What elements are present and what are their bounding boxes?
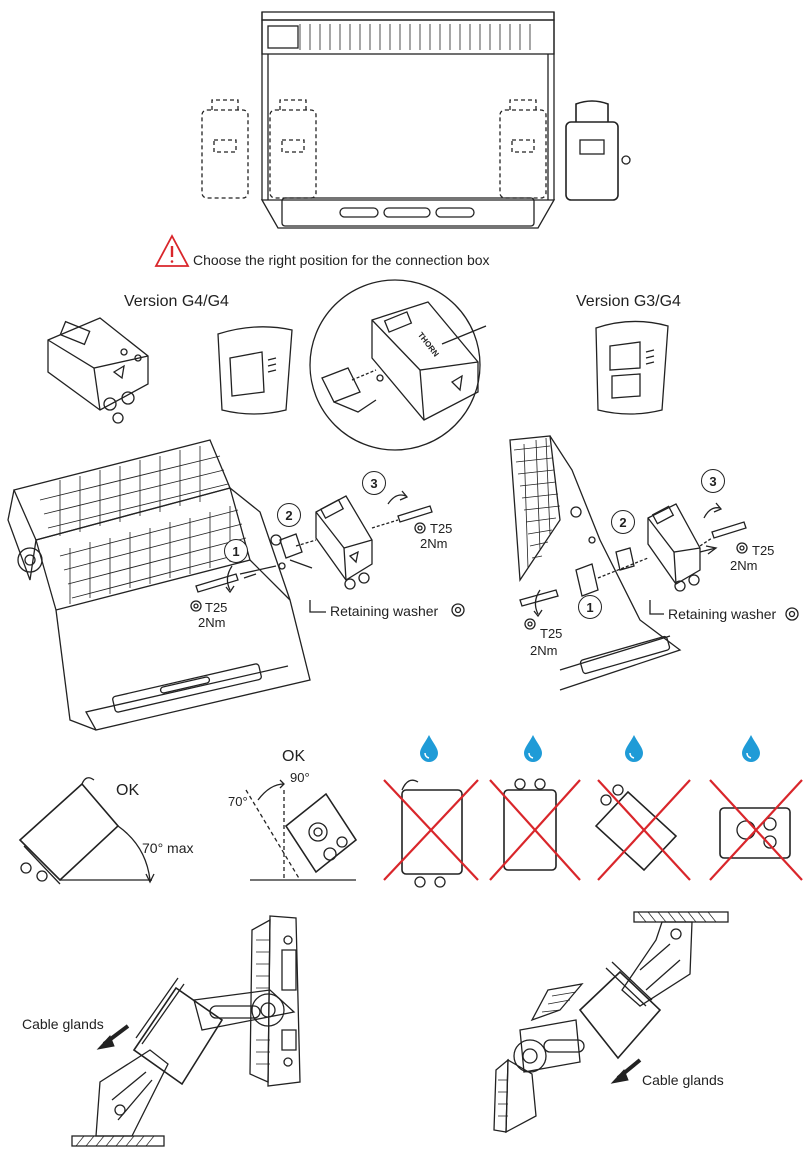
detail-magnifier bbox=[309, 279, 487, 451]
orientation-not-ok-4 bbox=[719, 807, 791, 859]
water-drop-icon bbox=[420, 735, 438, 762]
version-g3-title: Version G3/G4 bbox=[576, 293, 681, 310]
torque-tool-label: T25 bbox=[205, 600, 228, 615]
not-allowed-crosses bbox=[383, 779, 803, 881]
water-drop-icon bbox=[524, 735, 542, 762]
orientation-not-ok-2 bbox=[503, 778, 557, 871]
connection-box-exploded-right bbox=[519, 502, 799, 630]
angle-90-label: 90° bbox=[290, 770, 310, 785]
orientation-not-ok-3 bbox=[594, 784, 678, 872]
torque-tool-label: T25 bbox=[540, 626, 563, 641]
torque-tool-label: T25 bbox=[430, 521, 453, 536]
mounting-ceiling bbox=[493, 911, 729, 1134]
retaining-washer-label: Retaining washer bbox=[668, 606, 777, 622]
connection-box-illustration bbox=[47, 317, 149, 424]
torque-value-label: 2Nm bbox=[420, 536, 448, 551]
orientation-ok-tilt bbox=[18, 777, 155, 885]
version-g4-title: Version G4/G4 bbox=[124, 293, 229, 310]
torque-value-label: 2Nm bbox=[730, 558, 758, 573]
orientation-ok-vertical bbox=[245, 779, 358, 881]
step-3-right: 3 bbox=[701, 469, 725, 493]
warning-text: Choose the right position for the connec… bbox=[193, 252, 490, 268]
ok-label: OK bbox=[116, 782, 140, 799]
warning-icon bbox=[154, 234, 190, 267]
washer-bag-left bbox=[217, 326, 293, 415]
top-luminaire bbox=[201, 11, 631, 229]
connection-box-exploded-left bbox=[190, 490, 465, 617]
step-1-right: 1 bbox=[578, 595, 602, 619]
cable-glands-label: Cable glands bbox=[642, 1072, 724, 1088]
washer-bag-right bbox=[595, 320, 669, 415]
water-drop-icon bbox=[742, 735, 760, 762]
step-2-right: 2 bbox=[611, 510, 635, 534]
step-1-left: 1 bbox=[224, 539, 248, 563]
ok-label: OK bbox=[282, 748, 306, 765]
torque-tool-label: T25 bbox=[752, 543, 775, 558]
luminaire-g4-left bbox=[7, 439, 311, 731]
step-3-left: 3 bbox=[362, 471, 386, 495]
max-angle-label: 70° max bbox=[142, 840, 194, 856]
mounting-floor bbox=[71, 915, 301, 1147]
luminaire-g3-right bbox=[509, 435, 682, 691]
retaining-washer-label: Retaining washer bbox=[330, 603, 439, 619]
torque-value-label: 2Nm bbox=[198, 615, 226, 630]
water-drop-icon bbox=[625, 735, 643, 762]
torque-value-label: 2Nm bbox=[530, 643, 558, 658]
cable-glands-label: Cable glands bbox=[22, 1016, 104, 1032]
step-2-left: 2 bbox=[277, 503, 301, 527]
orientation-not-ok-1 bbox=[401, 779, 463, 888]
angle-70-label: 70° bbox=[228, 794, 248, 809]
